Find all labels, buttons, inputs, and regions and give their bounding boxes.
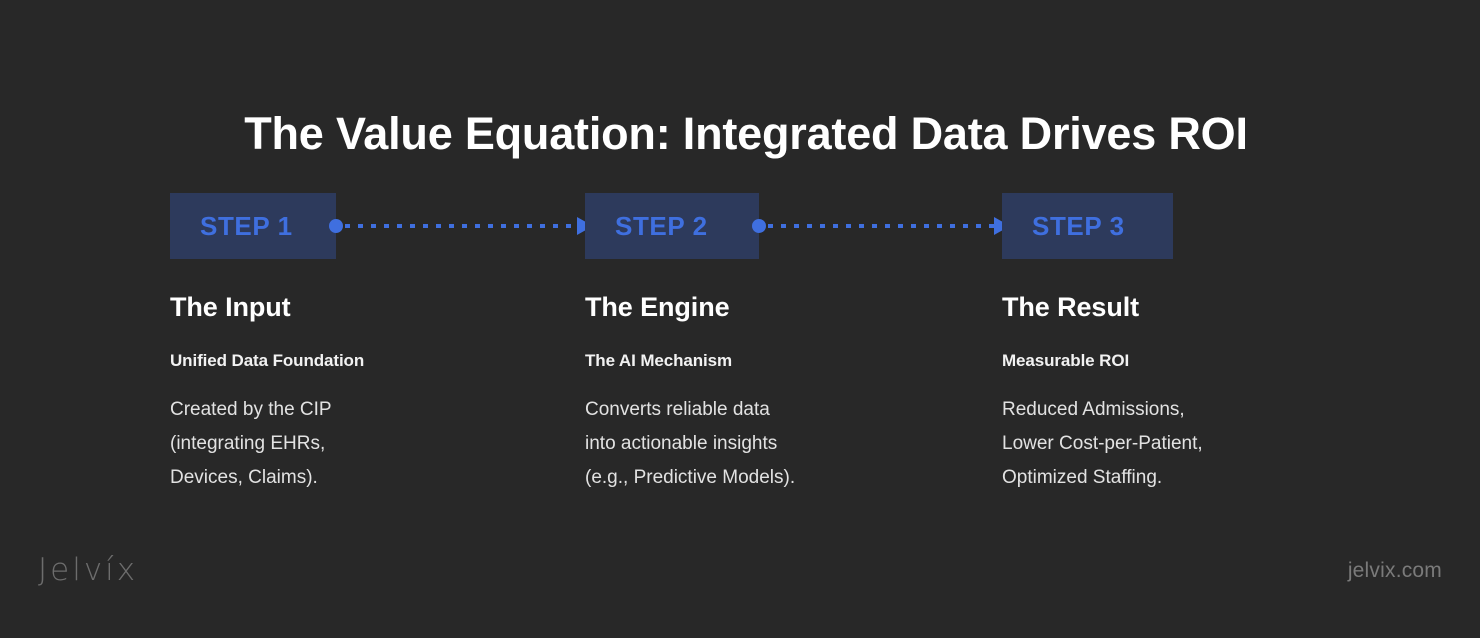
step-badge-1-label: STEP 1 [200,210,293,241]
connector-dotted-line [768,224,994,228]
column-2-heading: The Engine [585,292,730,322]
page-title: The Value Equation: Integrated Data Driv… [244,108,1248,160]
connector-dot-icon [329,219,343,233]
column-the-engine: The Engine The AI Mechanism Converts rel… [585,292,915,495]
step-badge-2: STEP 2 [585,193,759,259]
step-badge-3: STEP 3 [1002,193,1173,259]
column-the-input: The Input Unified Data Foundation Create… [170,292,500,495]
step-badge-2-label: STEP 2 [615,210,708,241]
jelvix-logo: Jelvíx [38,552,139,588]
column-1-body: Created by the CIP (integrating EHRs, De… [170,399,332,489]
connector-dotted-line [345,224,577,228]
column-2-body: Converts reliable data into actionable i… [585,399,796,489]
step-connector-2-to-3 [752,217,1010,235]
column-3-subheading: Measurable ROI [1002,351,1130,371]
step-connector-1-to-2 [329,217,593,235]
column-1-subheading: Unified Data Foundation [170,351,365,371]
connector-dot-icon [752,219,766,233]
column-1-heading: The Input [170,292,291,322]
step-badge-3-label: STEP 3 [1032,210,1125,241]
step-badge-1: STEP 1 [170,193,336,259]
column-the-result: The Result Measurable ROI Reduced Admiss… [1002,292,1332,495]
column-3-body: Reduced Admissions, Lower Cost-per-Patie… [1002,399,1203,489]
footer-website-url: jelvix.com [1347,559,1442,582]
column-3-heading: The Result [1002,292,1140,322]
column-2-subheading: The AI Mechanism [585,351,733,371]
step-flow-row: STEP 1 STEP 2 STEP 3 [0,193,1480,259]
